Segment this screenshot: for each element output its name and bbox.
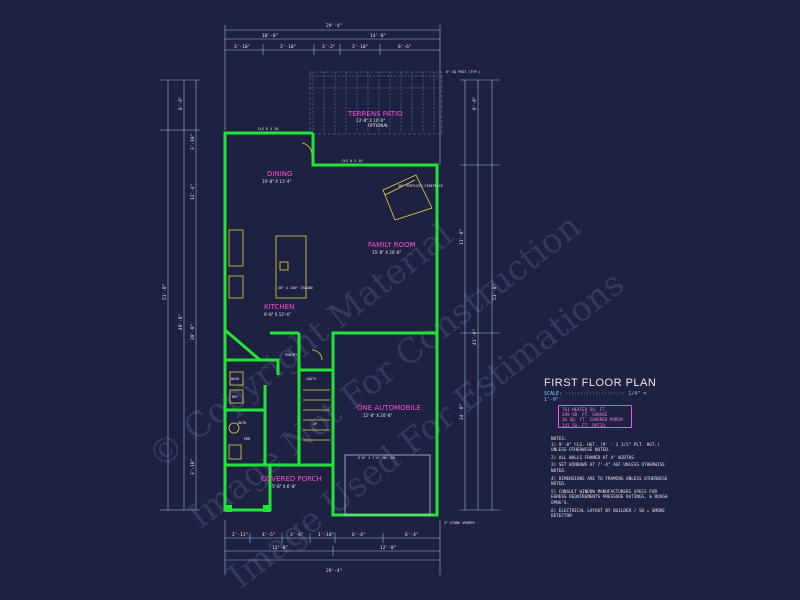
fixture-labels: 36" VENTLESS FIREPLACE 48" X 100" ISLAND… [231, 70, 481, 525]
dim-left-5: 28'-8" [190, 324, 196, 340]
room-name-dining: DINING [267, 170, 292, 178]
dim-top-2: 3'-10" [280, 44, 296, 50]
dim-top-3: 3'-2" [322, 44, 336, 50]
dim-right-4: 24'-8" [459, 404, 465, 420]
room-name-family: FAMILY ROOM [368, 241, 416, 249]
dim-bottom-left: 12'-8" [272, 545, 288, 551]
dim-right-2: 11'-8" [459, 229, 465, 245]
dim-bottom-right: 12'-8" [380, 545, 396, 551]
room-name-patio: TERRENS PATIO [347, 110, 403, 118]
label-window-top: CLS 8 X 10 [258, 127, 278, 131]
label-up: UP [313, 422, 317, 426]
room-size-kitchen: 9'-8" X 12'-4" [264, 312, 291, 317]
plan-scale: SCALE: ···················· 1/4" = 1'-0" [544, 391, 647, 403]
note-item: 5) CONSULT WINDOW MANUFACTURERS SPECS FO… [551, 489, 668, 506]
room-name-kitchen: KITCHEN [264, 303, 294, 311]
room-size-garage: 12'-8" X 20'-8" [363, 413, 392, 418]
dim-top-right: 14'-8" [370, 33, 386, 39]
plan-title: FIRST FLOOR PLAN [544, 377, 657, 389]
dim-top-1: 3'-10" [234, 44, 250, 50]
dim-left-1: 6'-8" [178, 96, 184, 110]
label-island: 48" X 100" ISLAND [278, 286, 313, 290]
dim-top-left: 10'-8" [262, 33, 278, 39]
dim-left-6: 3'-10" [190, 459, 196, 475]
dim-bottom-2: 4'-5" [262, 532, 276, 538]
dim-top-5: 8'-6" [398, 44, 412, 50]
dim-bottom-5: 6'-4" [352, 532, 366, 538]
label-pdr: PDR [244, 437, 251, 441]
label-garage-door: 9'0" X 7'0" OH. DR. [358, 456, 397, 460]
room-size-family: 15'-8" X 20'-8" [372, 250, 401, 255]
dim-top-total: 29'-4" [326, 23, 342, 29]
dim-left-2: 49'-8" [178, 314, 184, 330]
room-size-dining: 10'-8" X 11'-4" [262, 179, 291, 184]
label-fireplace: 36" VENTLESS FIREPLACE [398, 184, 443, 188]
dim-left-3: 3'-10" [190, 134, 196, 150]
dim-bottom-1: 2'-11" [232, 532, 248, 538]
dim-left-total: 51'-8" [162, 284, 168, 300]
walls [223, 131, 439, 517]
label-bath: BATH [238, 421, 246, 425]
label-window-mid: CLS 8 X 10 [342, 159, 362, 163]
area-summary: 761 HEATED SQ. FT. 249 SQ. FT. GARAGE 16… [558, 405, 632, 428]
room-size-porch: 5'-8" X 6'-8" [272, 484, 296, 489]
note-item: 3) SET WINDOWS AT 7'-4" AGF UNLESS OTHER… [551, 463, 665, 474]
dim-bottom-total: 29'-4" [326, 568, 342, 574]
note-item: 2) ALL WALLS FRAMED AT 4" WIDTHS [551, 455, 634, 461]
label-dry: DRY [232, 395, 238, 399]
title-block: FIRST FLOOR PLAN SCALE: ················… [544, 377, 664, 403]
dim-bottom-4: 1'-10" [318, 532, 334, 538]
area-heated: 761 HEATED SQ. FT. [562, 407, 608, 412]
label-wash: WASH [231, 377, 239, 381]
dim-bottom-3: 3'-6" [290, 532, 304, 538]
notes-heading: NOTES: [551, 437, 567, 442]
room-note-patio: OPTIONAL [368, 123, 389, 128]
area-garage: 249 SQ. FT. GARAGE [562, 412, 608, 418]
dim-right-1: 6'-8" [472, 96, 478, 110]
patio-hatch [309, 71, 443, 135]
fixtures [228, 142, 433, 516]
room-size-patio: 13'-8" X 10'-0" [356, 118, 385, 123]
room-labels: TERRENS PATIO 13'-8" X 10'-0" OPTIONAL D… [261, 110, 421, 489]
label-coats: COATS [306, 377, 316, 381]
dim-right-3: 41'-6" [472, 329, 478, 345]
dim-right-total: 51'-8" [492, 284, 498, 300]
notes: NOTES: 1) 9'-0" CLG. HGT. (9' - 1 1/2" P… [551, 437, 671, 522]
area-patio: 141 SQ. FT. PATIO [562, 422, 605, 428]
dimension-lines [160, 25, 500, 575]
dim-bottom-6: 6'-4" [405, 532, 419, 538]
note-item: 1) 9'-0" CLG. HGT. (9' - 1 1/2" PLT. HGT… [551, 442, 660, 454]
room-name-garage: ONE AUTOMOBILE [357, 404, 421, 412]
dimension-text: 29'-4" 10'-8" 14'-8" 3'-10" 3'-10" 3'-2"… [162, 23, 498, 574]
label-pantry: PANTRY [285, 353, 297, 357]
room-name-porch: COVERED PORCH [261, 475, 322, 483]
label-stone: 2" STONE VENEER [444, 521, 476, 525]
dim-top-4: 3'-10" [352, 44, 368, 50]
label-post: 6" SQ POST (TYP.) [446, 70, 481, 74]
porch-posts [225, 505, 270, 512]
area-porch: 16 SQ. FT. COVERED PORCH [562, 417, 623, 423]
kitchen-island [275, 235, 307, 299]
note-item: 4) DIMENSIONS ARE TO FRAMING UNLESS OTHE… [551, 476, 668, 488]
dim-left-4: 12'-4" [190, 184, 196, 200]
note-item: 6) ELECTRICAL LAYOUT BY BUILDER / SD = S… [551, 508, 665, 520]
